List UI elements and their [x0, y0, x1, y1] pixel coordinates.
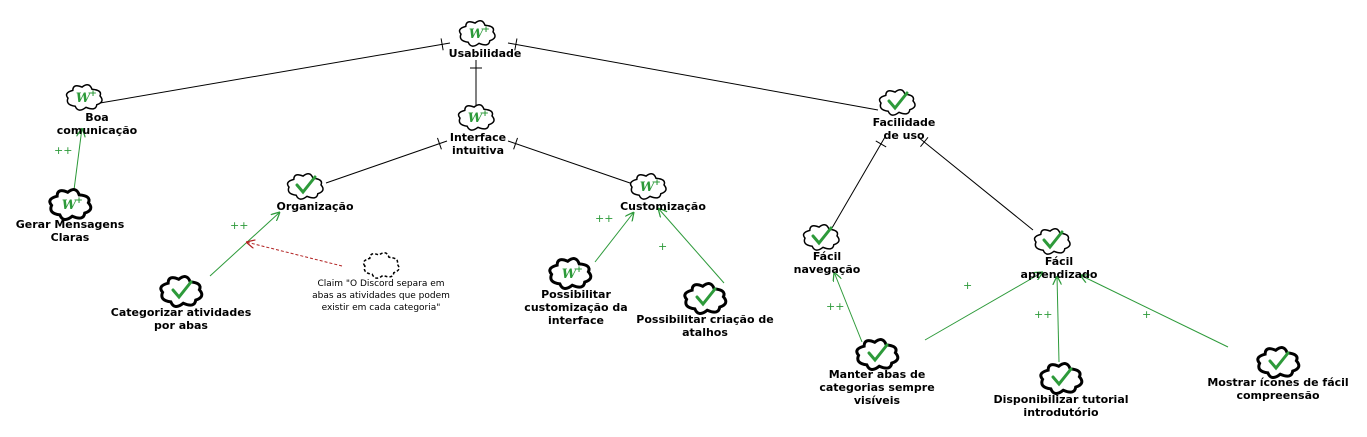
weakly-satisfied-icon: W+: [562, 265, 583, 282]
and-decomposition-link: [831, 136, 887, 229]
checkmark-icon: [1042, 230, 1064, 250]
checkmark-icon: [295, 175, 317, 195]
svg-text:W: W: [469, 27, 485, 42]
and-decomposition-link: [325, 137, 448, 184]
contribution-link: [924, 272, 1043, 341]
usabilidade-softgoal[interactable]: W+: [458, 20, 496, 47]
customizacao-softgoal[interactable]: W+: [629, 173, 667, 200]
and-decomposition-link: [507, 137, 631, 184]
usabilidade-label: Usabilidade: [448, 47, 522, 60]
svg-text:+: +: [481, 109, 489, 119]
contribution-label: ++: [595, 212, 613, 225]
weakly-satisfied-icon: W+: [640, 178, 661, 195]
contribution-link: [1080, 275, 1229, 348]
weakly-satisfied-icon: W+: [76, 89, 97, 106]
checkmark-icon: [171, 280, 193, 300]
weakly-satisfied-icon: W+: [62, 196, 83, 213]
contribution-label: ++: [54, 144, 72, 157]
checkmark-icon: [867, 343, 889, 363]
checkmark-icon: [695, 287, 717, 307]
svg-text:+: +: [575, 265, 583, 275]
contribution-label: ++: [826, 300, 844, 313]
claim-discord-claim[interactable]: [362, 252, 400, 279]
facil-aprendizado-softgoal[interactable]: [1033, 228, 1071, 255]
contribution-link: [834, 272, 863, 343]
svg-text:+: +: [653, 178, 661, 188]
svg-text:+: +: [89, 89, 97, 99]
svg-text:+: +: [482, 25, 490, 35]
contribution-link: [1057, 276, 1059, 363]
weakly-satisfied-icon: W+: [469, 25, 490, 42]
weakly-satisfied-icon: W+: [468, 109, 489, 126]
categorizar-operationalization[interactable]: [159, 275, 204, 309]
organizacao-label: Organização: [276, 200, 354, 213]
and-decomposition-link: [507, 38, 879, 111]
interface-intuitiva-softgoal[interactable]: W+: [457, 104, 495, 131]
and-decomposition-link: [99, 38, 451, 104]
possibilitar-custom-operationalization[interactable]: W+: [548, 257, 593, 291]
manter-abas-operationalization[interactable]: [855, 338, 900, 372]
svg-text:W: W: [62, 198, 78, 213]
facil-navegacao-softgoal[interactable]: [802, 224, 840, 251]
mostrar-icones-operationalization[interactable]: [1256, 346, 1301, 380]
checkmark-icon: [1268, 351, 1290, 371]
svg-text:W: W: [562, 267, 578, 282]
possibilitar-atalhos-operationalization[interactable]: [683, 282, 728, 316]
checkmark-icon: [1051, 367, 1073, 387]
disponibilizar-tutorial-operationalization[interactable]: [1039, 362, 1084, 396]
svg-text:W: W: [640, 180, 656, 195]
contribution-link: [594, 212, 634, 263]
customizacao-label: Customização: [620, 200, 706, 213]
checkmark-icon: [811, 226, 833, 246]
contribution-link: [658, 208, 725, 284]
svg-text:W: W: [76, 91, 92, 106]
contribution-label: +: [963, 279, 972, 292]
checkmark-icon: [887, 91, 909, 111]
boa-comunicacao-softgoal[interactable]: W+: [65, 84, 103, 111]
svg-text:W: W: [468, 111, 484, 126]
gerar-mensagens-operationalization[interactable]: W+: [48, 188, 93, 222]
contribution-label: ++: [1034, 308, 1052, 321]
contribution-label: ++: [230, 219, 248, 232]
contribution-label: +: [658, 240, 667, 253]
claim-link: [246, 242, 343, 267]
and-decomposition-link: [470, 60, 482, 105]
facilidade-de-uso-softgoal[interactable]: [878, 89, 916, 116]
contribution-link: [73, 128, 82, 191]
svg-text:+: +: [75, 196, 83, 206]
organizacao-softgoal[interactable]: [286, 173, 324, 200]
and-decomposition-link: [917, 136, 1034, 231]
contribution-label: +: [1142, 308, 1151, 321]
